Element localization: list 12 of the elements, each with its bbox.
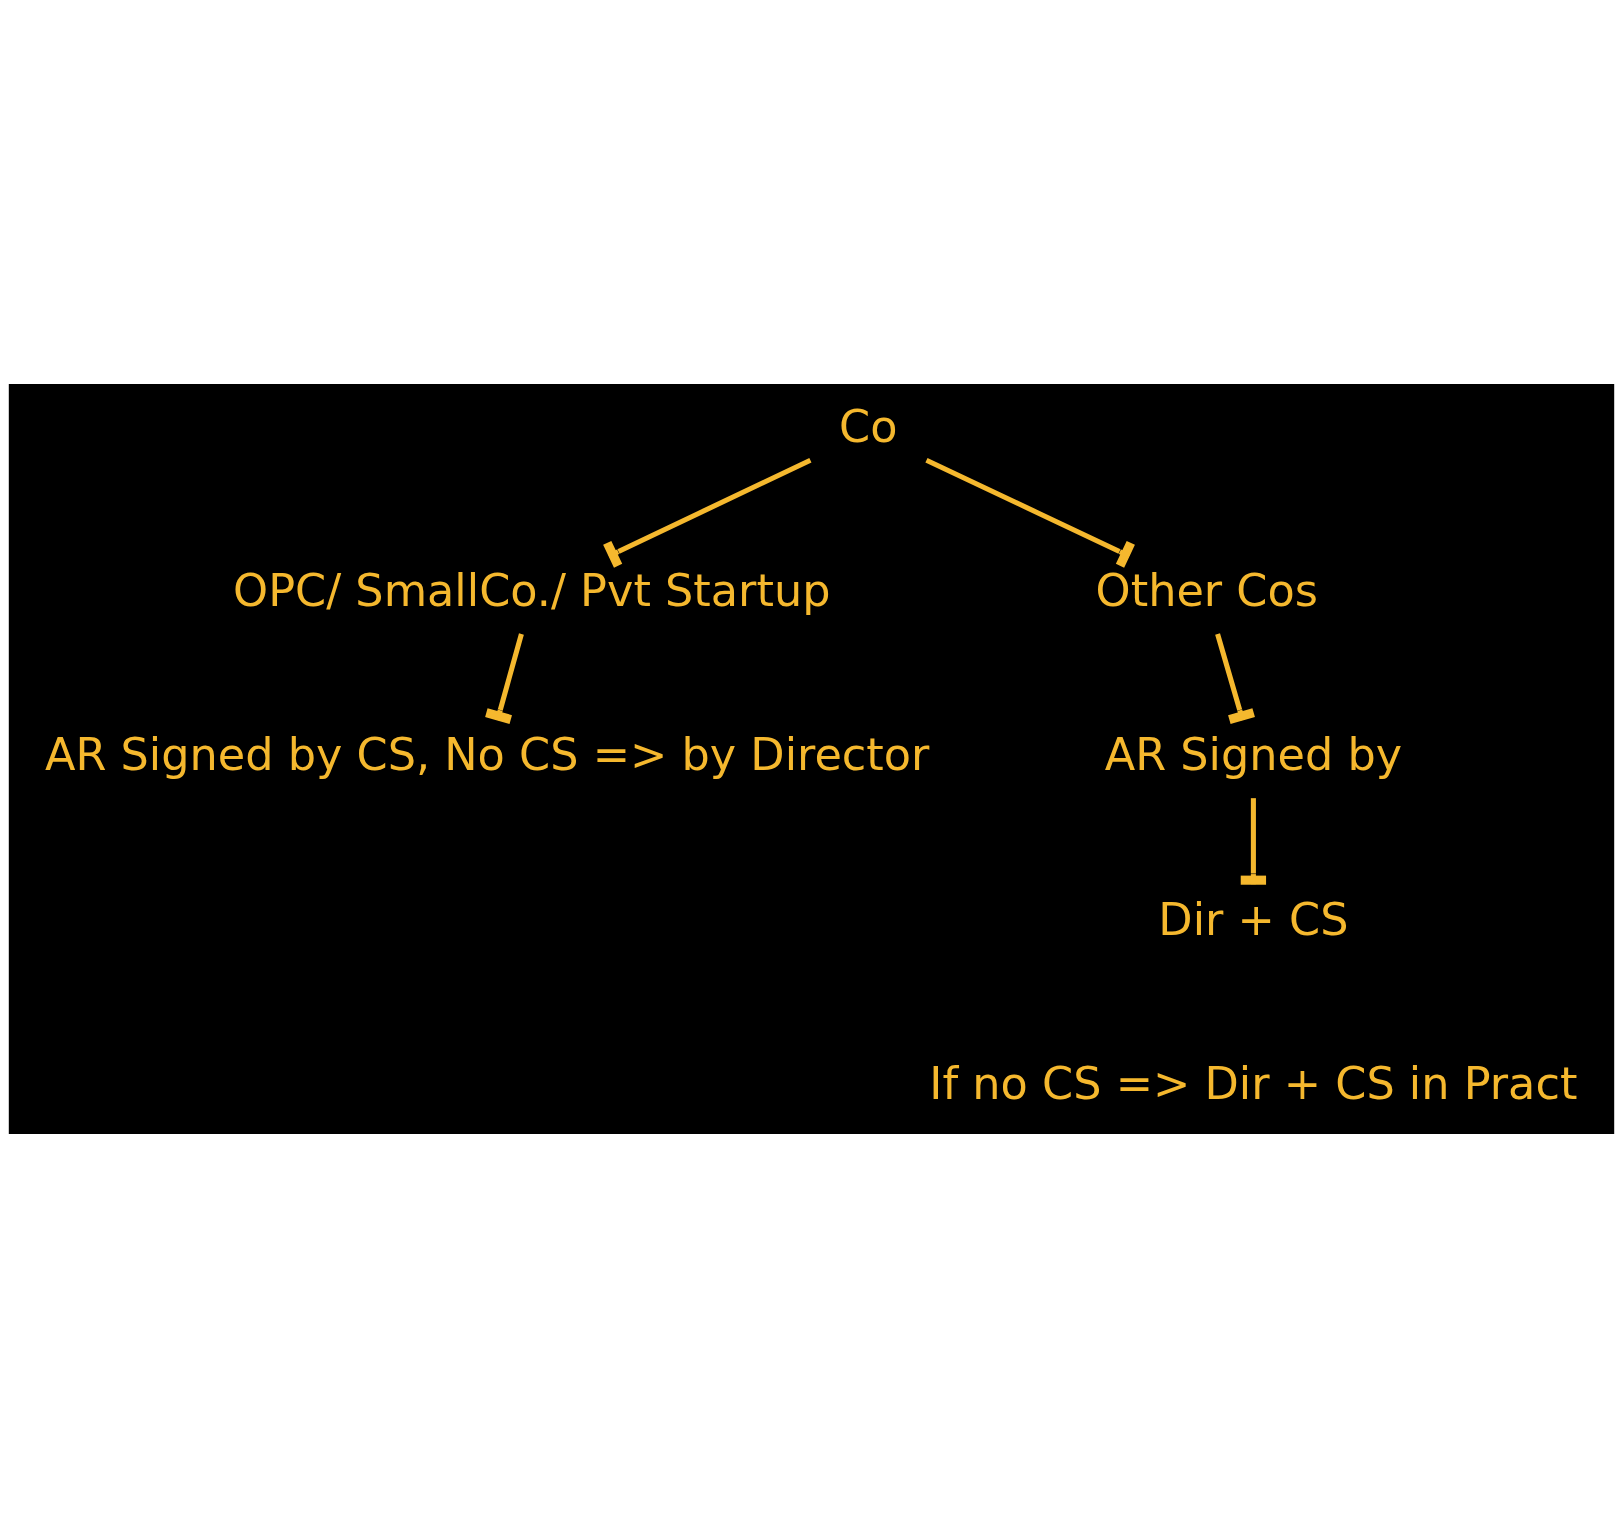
- node-text: If no CS => Dir + CS in Pract: [929, 1057, 1578, 1110]
- node-text: AR Signed by: [1104, 729, 1403, 782]
- connector: [485, 633, 524, 724]
- node-text: Co: [839, 400, 898, 453]
- node-text: Other Cos: [1095, 565, 1318, 618]
- connector: [925, 457, 1135, 568]
- node-text: AR Signed by CS, No CS => by Director: [44, 729, 930, 782]
- connector: [1240, 798, 1267, 885]
- node-text: Dir + CS: [1158, 893, 1349, 946]
- node-text: OPC/ SmallCo./ Pvt Startup: [233, 565, 831, 618]
- connector: [1215, 633, 1255, 725]
- connector: [603, 457, 812, 568]
